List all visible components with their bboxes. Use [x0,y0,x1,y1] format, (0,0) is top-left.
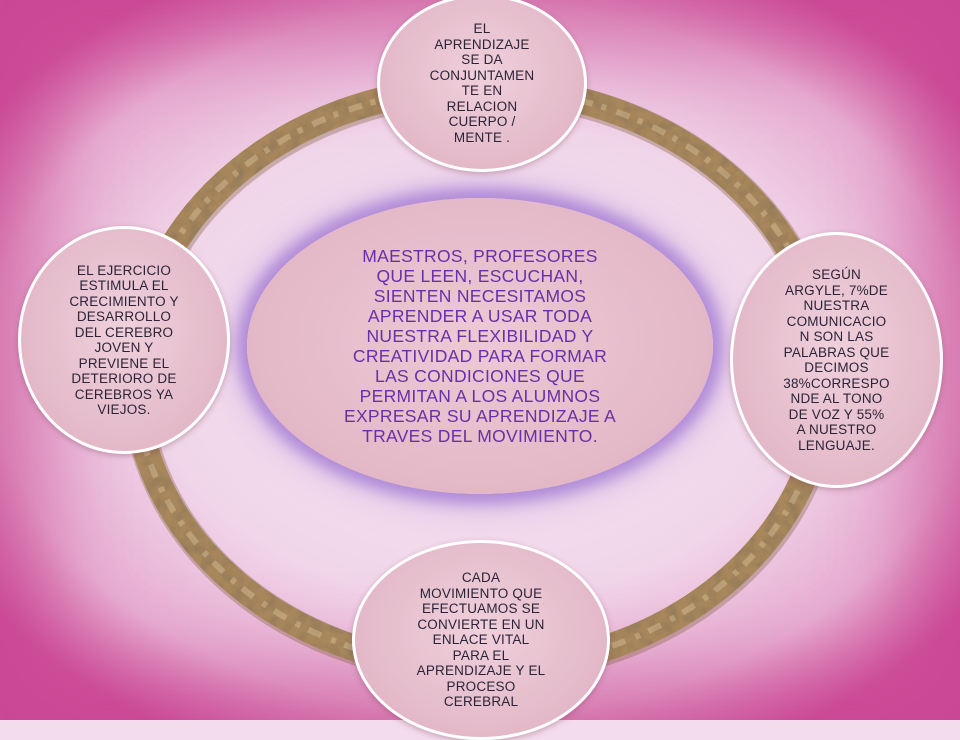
node-right-text: SEGÚN ARGYLE, 7%DE NUESTRA COMUNICACIO N… [783,267,890,453]
node-bottom: CADA MOVIMIENTO QUE EFECTUAMOS SE CONVIE… [352,540,610,740]
central-ellipse: MAESTROS, PROFESORES QUE LEEN, ESCUCHAN,… [247,198,713,494]
node-bottom-text: CADA MOVIMIENTO QUE EFECTUAMOS SE CONVIE… [416,570,546,710]
node-right: SEGÚN ARGYLE, 7%DE NUESTRA COMUNICACIO N… [730,232,943,488]
node-top-text: EL APRENDIZAJE SE DA CONJUNTAMEN TE EN R… [429,21,535,145]
node-left-text: EL EJERCICIO ESTIMULA EL CRECIMIENTO Y D… [69,262,179,418]
central-text: MAESTROS, PROFESORES QUE LEEN, ESCUCHAN,… [343,246,617,446]
node-top: EL APRENDIZAJE SE DA CONJUNTAMEN TE EN R… [377,0,587,172]
node-left: EL EJERCICIO ESTIMULA EL CRECIMIENTO Y D… [18,226,230,454]
